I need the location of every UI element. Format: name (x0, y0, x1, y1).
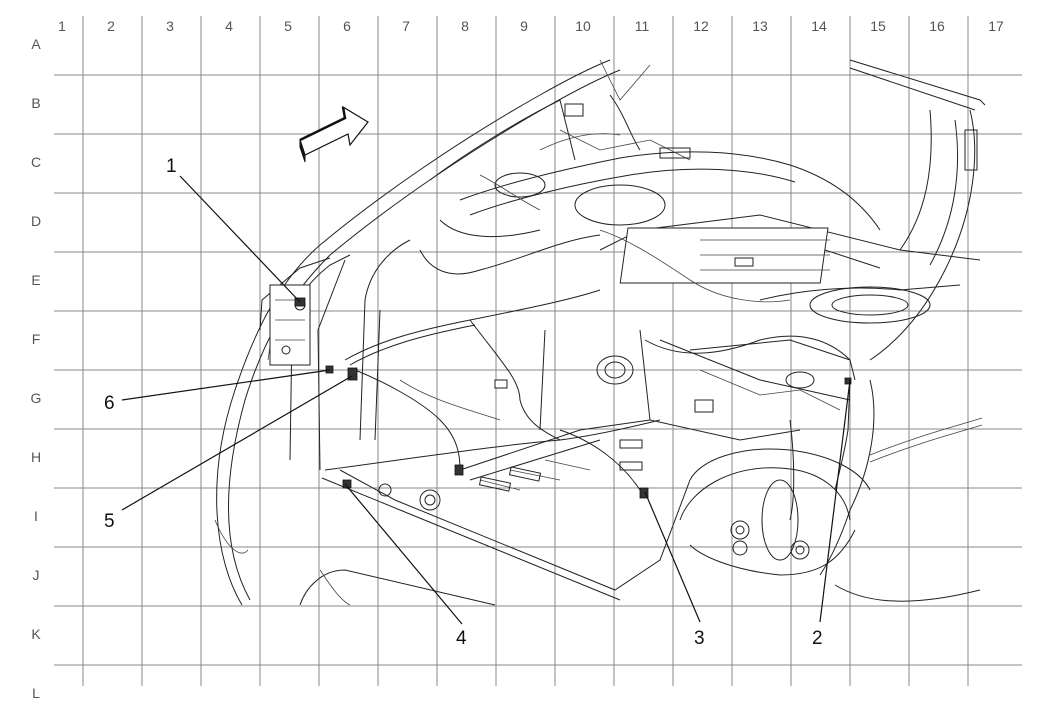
column-label: 15 (870, 18, 886, 34)
leader-6 (121, 369, 331, 401)
column-label: 9 (520, 18, 528, 34)
column-label: 10 (575, 18, 591, 34)
vehicle-rear-compartment-drawing (214, 59, 986, 606)
row-label: D (31, 213, 41, 229)
column-label: 11 (635, 18, 650, 34)
row-label: L (32, 685, 40, 701)
column-label: 12 (693, 18, 709, 34)
column-label: 2 (107, 18, 115, 34)
row-labels: A B C D E F G H I J K L (31, 36, 42, 701)
leader-5 (121, 375, 353, 511)
column-label: 3 (166, 18, 174, 34)
callout-4: 4 (456, 628, 467, 649)
direction-arrow-icon (299, 105, 369, 163)
column-label: 4 (225, 18, 233, 34)
callout-leaders (121, 175, 851, 625)
column-label: 16 (929, 18, 945, 34)
row-label: E (31, 272, 40, 288)
row-label: H (31, 449, 41, 465)
column-label: 7 (402, 18, 410, 34)
callout-3: 3 (694, 628, 705, 649)
callout-2: 2 (812, 628, 823, 649)
column-label: 17 (988, 18, 1004, 34)
leader-3 (644, 491, 701, 623)
column-label: 14 (811, 18, 827, 34)
row-label: I (34, 508, 38, 524)
row-label: B (31, 95, 40, 111)
column-label: 6 (343, 18, 351, 34)
reference-grid (54, 16, 1022, 686)
callout-labels: 1 2 3 4 5 6 (104, 156, 823, 649)
row-label: A (31, 36, 41, 52)
leader-2 (819, 379, 851, 623)
row-label: J (33, 567, 40, 583)
row-label: F (32, 331, 41, 347)
row-label: K (31, 626, 41, 642)
leader-4 (344, 483, 463, 625)
row-label: G (31, 390, 42, 406)
callout-5: 5 (104, 511, 115, 532)
callout-6: 6 (104, 393, 115, 414)
column-label: 1 (58, 18, 66, 34)
leader-1 (179, 175, 301, 303)
column-label: 13 (752, 18, 768, 34)
callout-1: 1 (166, 156, 177, 177)
column-label: 8 (461, 18, 469, 34)
column-label: 5 (284, 18, 292, 34)
row-label: C (31, 154, 41, 170)
